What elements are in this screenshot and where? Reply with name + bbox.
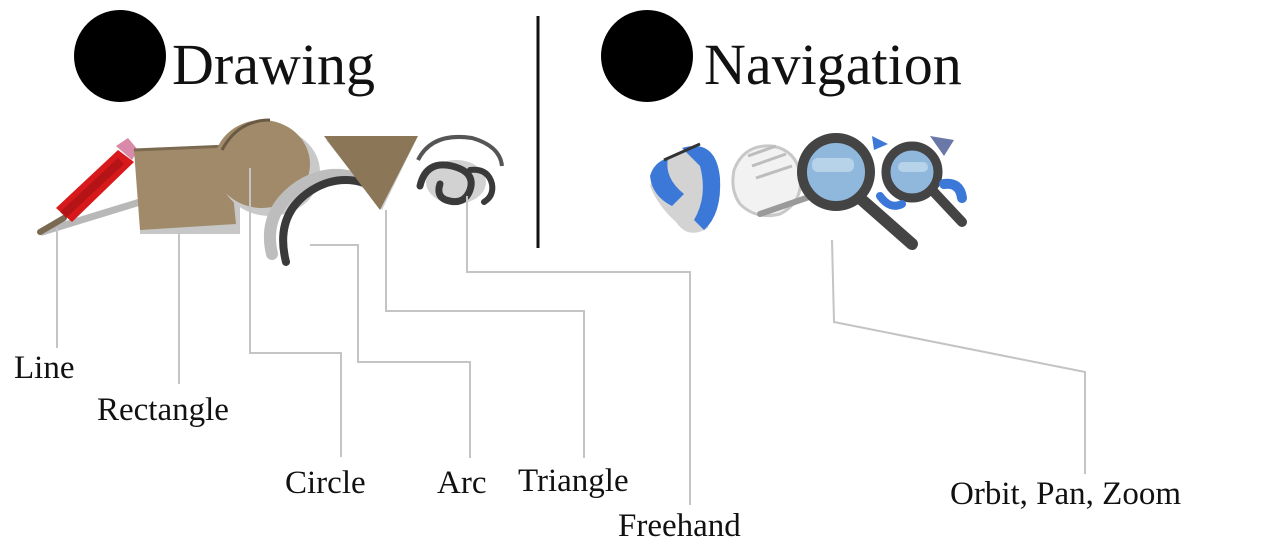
leader-line-orbit-pan-zoom bbox=[831, 239, 1086, 474]
leader-line-triangle bbox=[385, 210, 585, 458]
triangle-icon bbox=[324, 136, 418, 210]
zoom-magnifier-icon bbox=[797, 133, 967, 250]
leader-line-circle bbox=[249, 168, 342, 457]
label-line: Line bbox=[14, 350, 74, 386]
label-orbit-pan-zoom: Orbit, Pan, Zoom bbox=[950, 476, 1181, 512]
drawing-bullet bbox=[74, 10, 166, 102]
label-rectangle: Rectangle bbox=[97, 392, 229, 428]
leader-line-arc bbox=[310, 244, 471, 458]
navigation-bullet bbox=[601, 10, 693, 102]
pencil-line-icon bbox=[37, 138, 144, 236]
pan-hand-icon bbox=[731, 144, 815, 218]
drawing-heading: Drawing bbox=[172, 32, 375, 97]
leader-line-freehand bbox=[466, 196, 691, 505]
label-freehand: Freehand bbox=[618, 508, 741, 543]
navigation-heading: Navigation bbox=[704, 32, 962, 97]
label-arc: Arc bbox=[437, 465, 486, 501]
label-triangle: Triangle bbox=[518, 463, 629, 499]
rectangle-icon bbox=[133, 144, 240, 234]
orbit-icon bbox=[650, 142, 721, 233]
label-circle: Circle bbox=[285, 465, 366, 501]
freehand-icon bbox=[416, 135, 504, 206]
